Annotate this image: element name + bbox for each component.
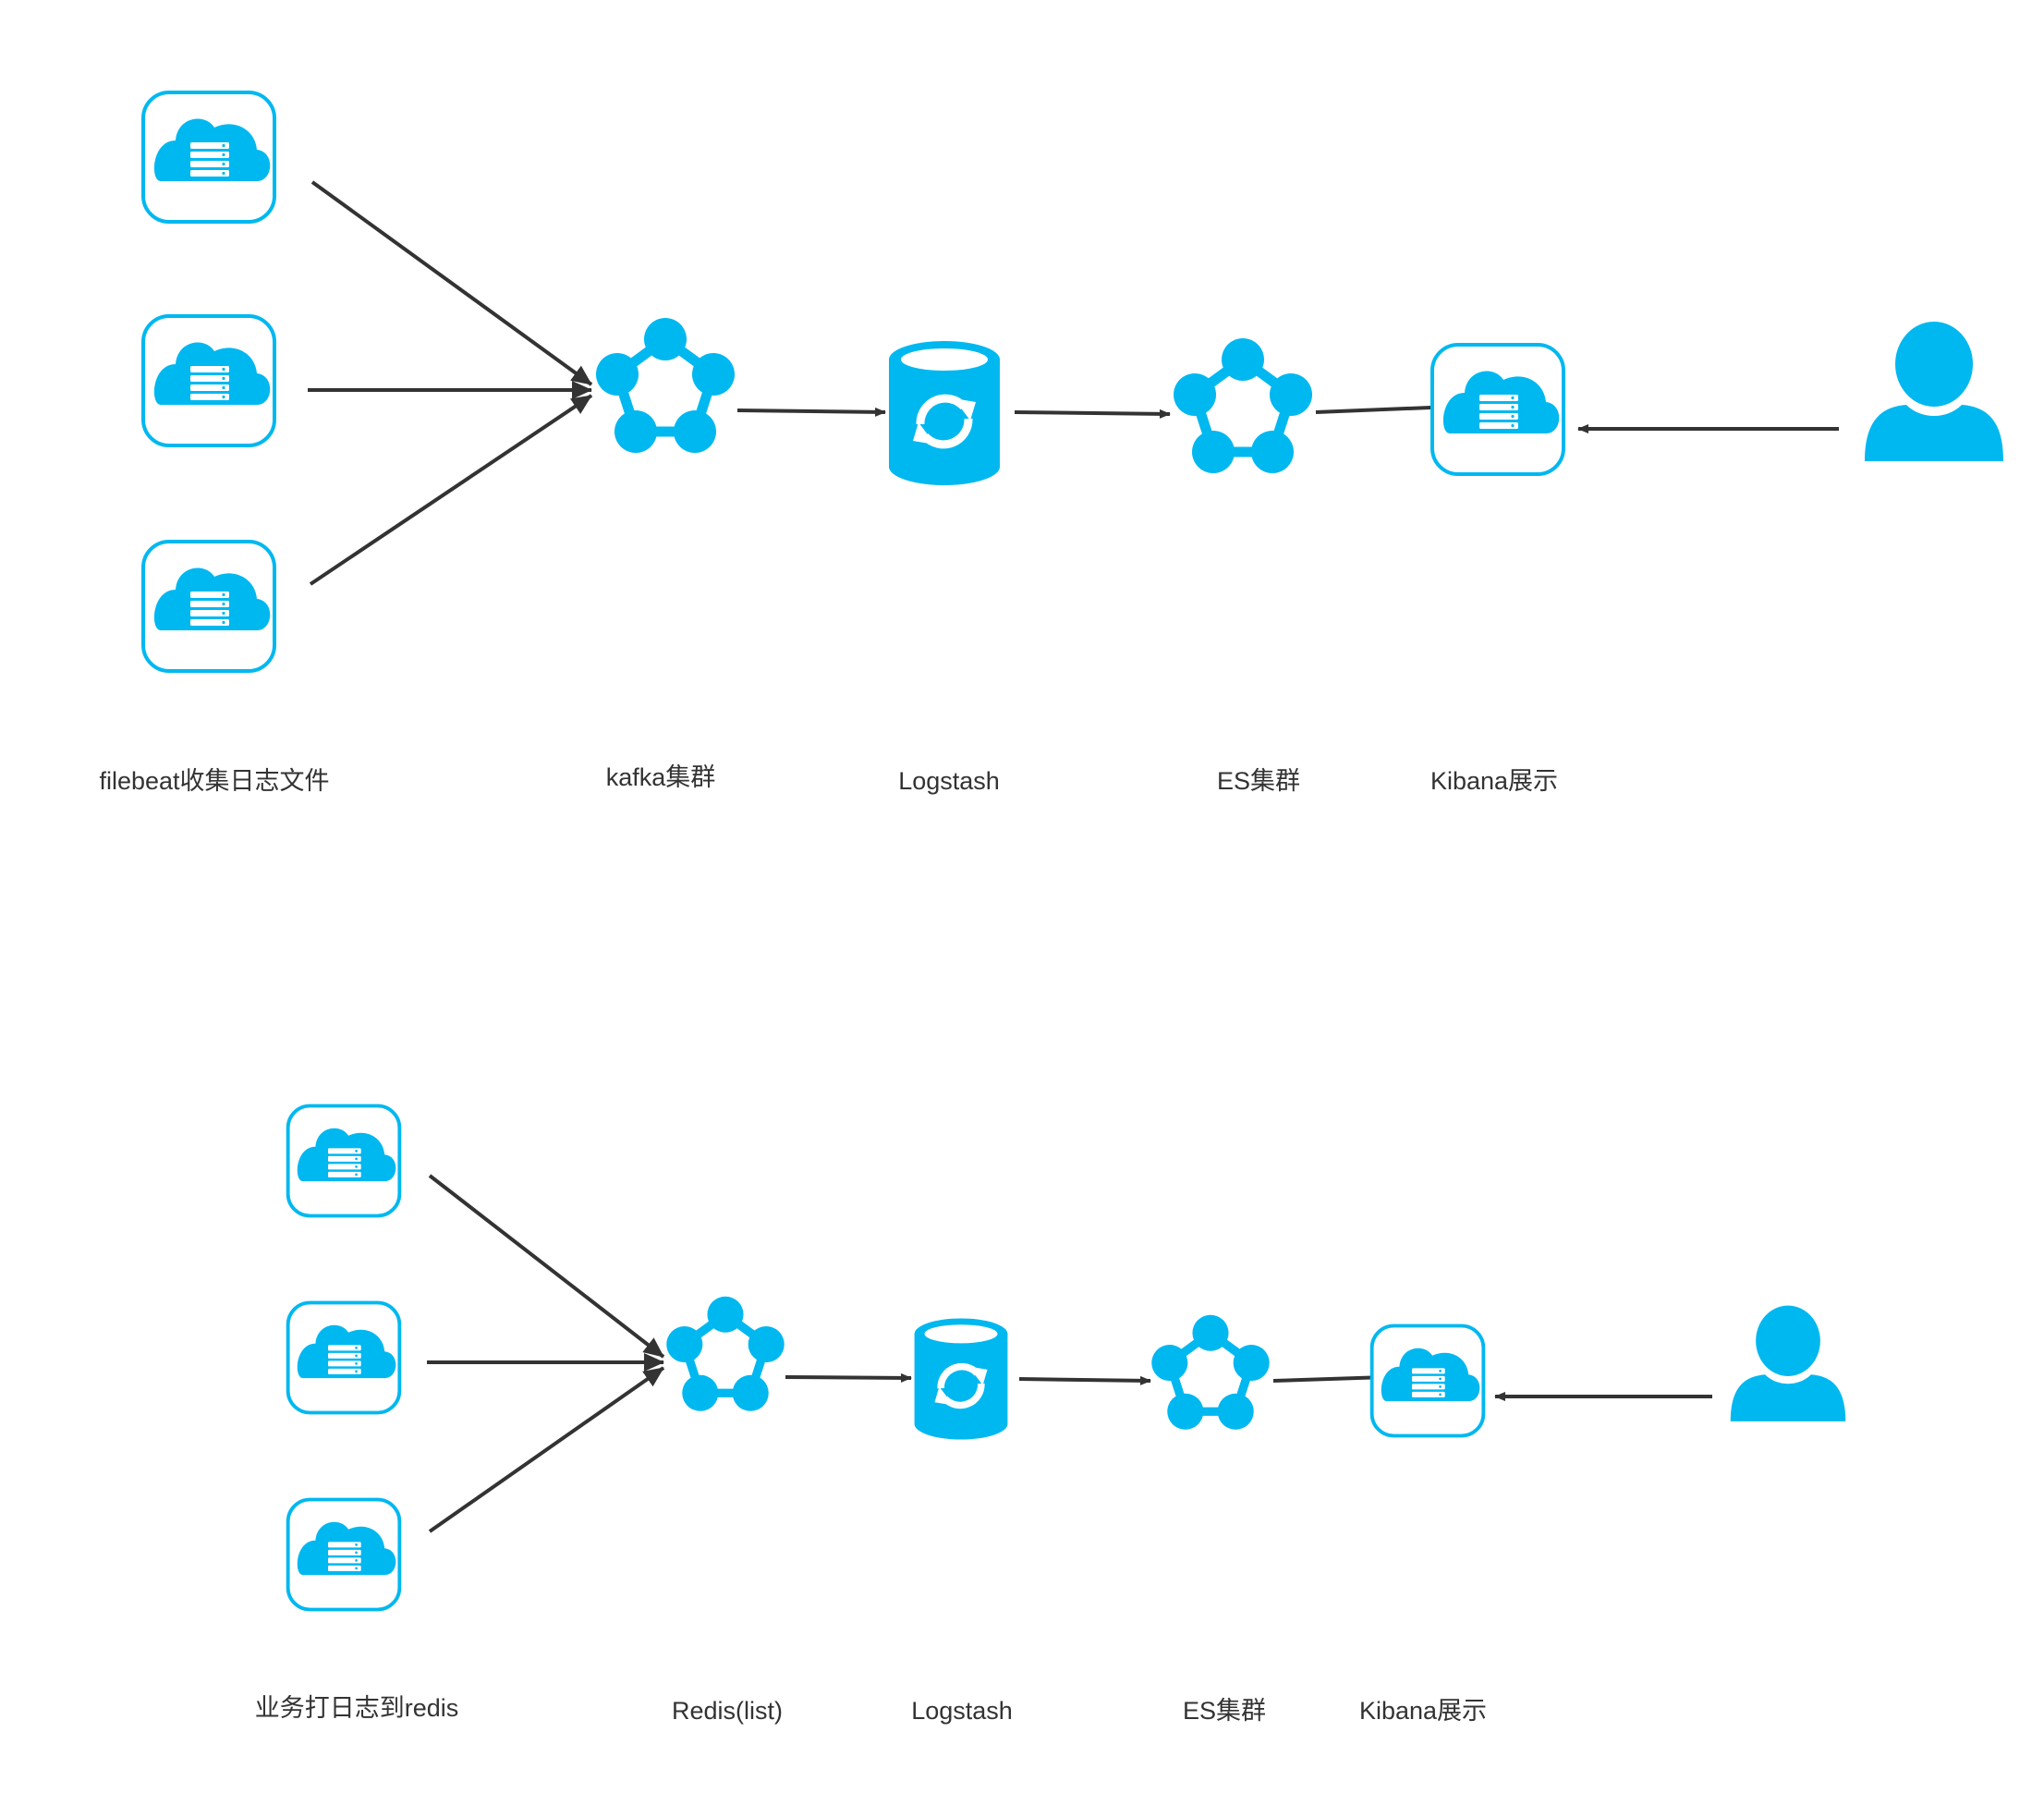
arrow-logstash-to-es <box>1014 409 1171 419</box>
label-sources: 业务打日志到redis <box>254 1694 459 1722</box>
diagram-kafka-pipeline <box>141 91 2003 673</box>
cloud-server-icon <box>141 540 276 673</box>
label-kibana: Kibana展示 <box>1358 1697 1488 1725</box>
cloud-server-icon <box>286 1497 402 1612</box>
diagram-redis-pipeline <box>286 1104 1846 1612</box>
source-server-1 <box>286 1104 402 1218</box>
source-server-2 <box>141 314 276 447</box>
cluster-icon <box>596 318 735 453</box>
arrow-logstash-to-es <box>1018 1375 1151 1385</box>
cloud-server-icon <box>141 91 276 224</box>
label-sources: filebeat收集日志文件 <box>99 767 330 795</box>
database-sync-icon <box>914 1318 1008 1440</box>
label-kibana: Kibana展示 <box>1430 767 1559 795</box>
arrow-queue-to-logstash <box>785 1372 912 1383</box>
source-server-3 <box>141 540 276 673</box>
cloud-server-icon <box>286 1300 402 1415</box>
arrow-queue-to-logstash <box>736 407 886 417</box>
label-es: ES集群 <box>1182 1697 1267 1725</box>
kibana-server <box>1369 1323 1486 1438</box>
cluster-icon <box>1151 1314 1270 1430</box>
cloud-server-icon <box>1369 1323 1486 1438</box>
arrow-source3-to-queue <box>309 394 593 586</box>
source-server-2 <box>286 1300 402 1415</box>
arrow-source1-to-queue <box>310 180 593 386</box>
cloud-server-icon <box>1430 343 1565 476</box>
arrow-es-to-kibana <box>1315 402 1454 414</box>
cloud-server-icon <box>141 314 276 447</box>
label-es: ES集群 <box>1216 767 1301 795</box>
cloud-server-icon <box>286 1104 402 1218</box>
cluster-icon <box>666 1296 785 1411</box>
database-sync-icon <box>889 341 1000 485</box>
label-queue: kafka集群 <box>605 763 716 791</box>
user-icon <box>1730 1305 1846 1421</box>
label-logstash: Logstash <box>898 767 1000 795</box>
arrow-source3-to-queue <box>428 1366 665 1533</box>
arrow-source1-to-queue <box>428 1174 665 1359</box>
source-server-3 <box>286 1497 402 1612</box>
label-queue: Redis(list) <box>671 1697 784 1725</box>
kibana-server <box>1430 343 1565 476</box>
user-icon <box>1865 322 2003 461</box>
label-logstash: Logstash <box>911 1697 1013 1725</box>
arrow-es-to-kibana <box>1272 1372 1387 1383</box>
source-server-1 <box>141 91 276 224</box>
cluster-icon <box>1174 338 1312 473</box>
